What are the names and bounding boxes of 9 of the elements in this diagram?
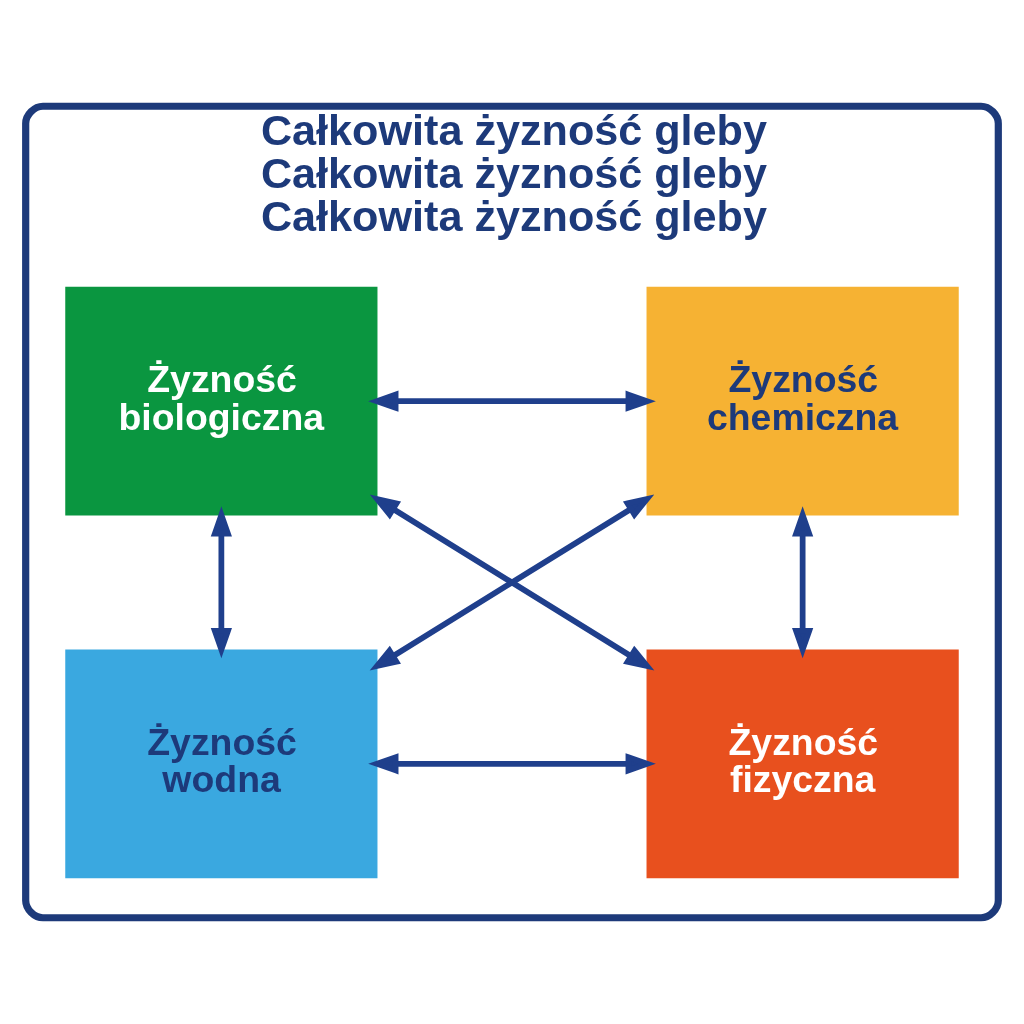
arrow [368,753,656,775]
node-box: Żyzność biologiczna [65,286,378,516]
arrow [210,506,232,659]
node-box: Żyzność fizyczna [646,649,959,879]
arrow [792,506,814,659]
arrow [369,494,655,671]
node-box: Żyzność wodna [65,649,378,879]
arrow [368,390,656,412]
node-box: Żyzność chemiczna [646,286,959,516]
